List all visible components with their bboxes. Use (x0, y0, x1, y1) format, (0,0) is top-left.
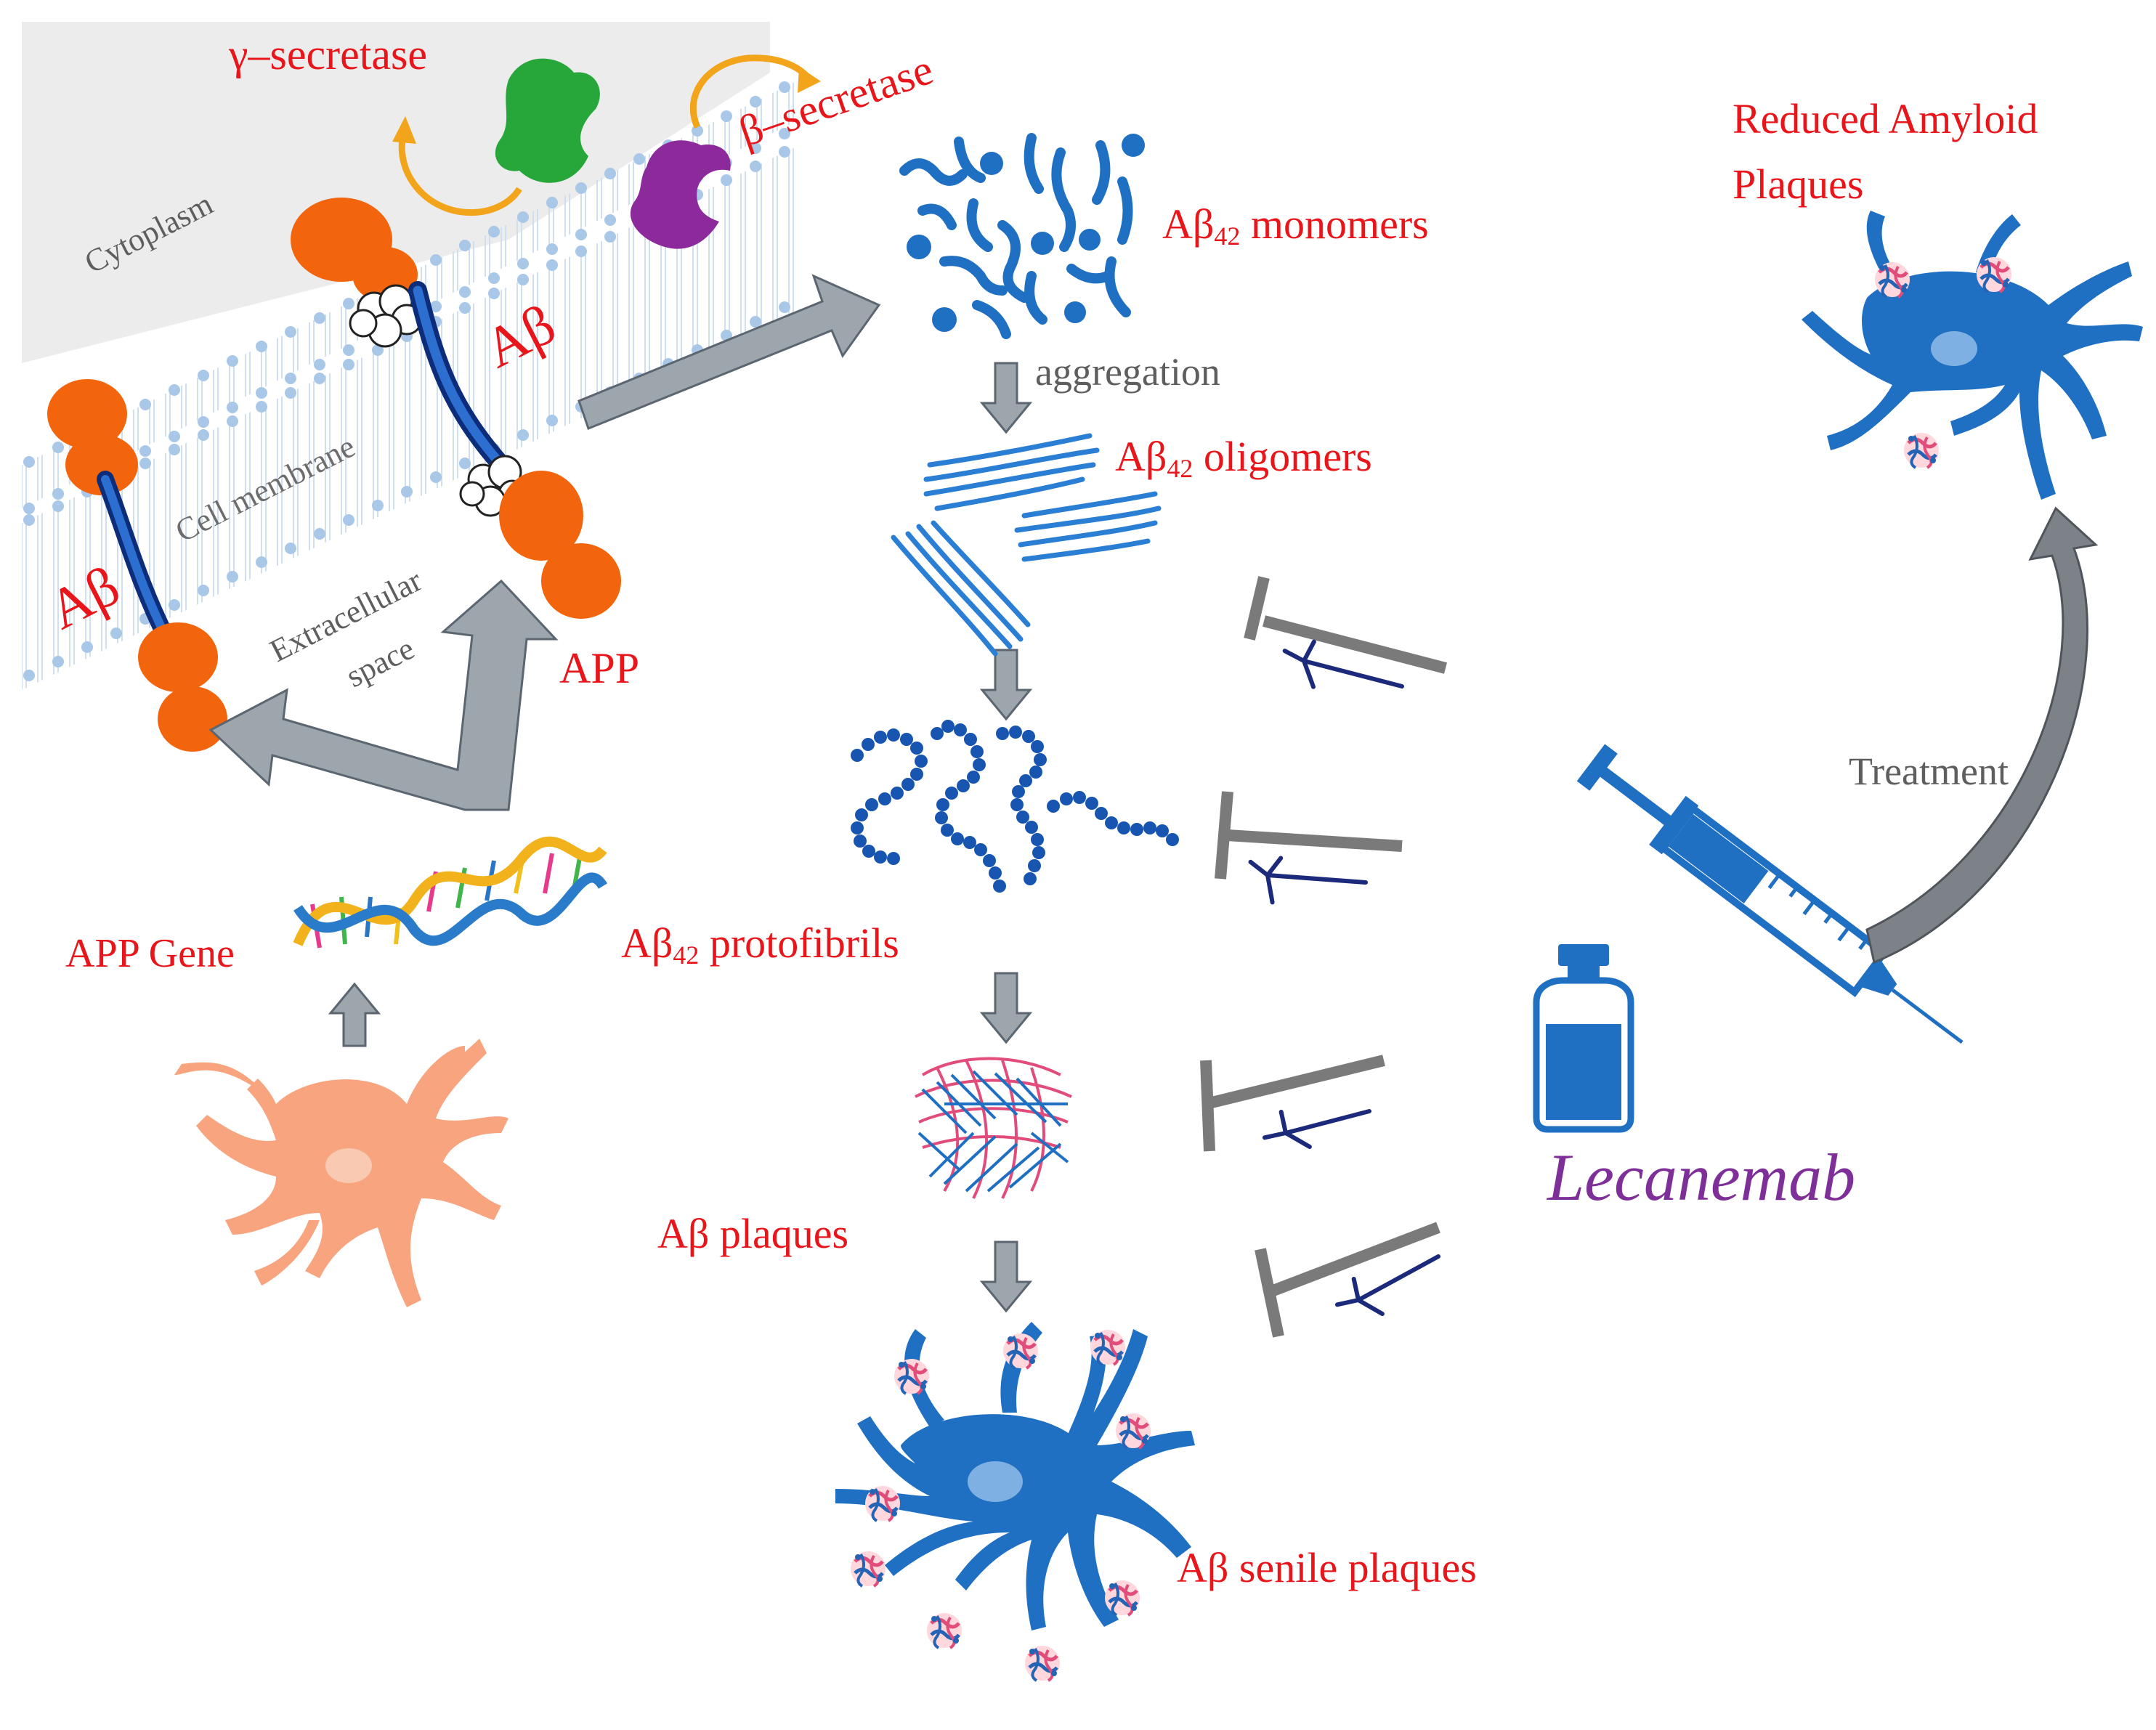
lecanemab-label: Lecanemab (1547, 1140, 1856, 1214)
lecanemab-antibodies (1250, 641, 1440, 1327)
app-protein-left (47, 379, 227, 752)
oligomers-stack (891, 433, 1162, 657)
vial (1533, 944, 1634, 1133)
release-arrow (578, 274, 881, 430)
neuron-orange-nucleus (325, 1148, 372, 1183)
beta-cleavage-arrow (690, 54, 813, 129)
treatment-label: Treatment (1849, 750, 2009, 793)
app-gene-label: APP Gene (65, 931, 235, 976)
monomers-cluster (899, 133, 1145, 339)
dna-helix (293, 836, 607, 949)
plaques-mesh (915, 1057, 1072, 1199)
senile-plaques-label: Aβ senile plaques (1177, 1544, 1477, 1591)
gamma-secretase-label: γ–secretase (229, 31, 428, 78)
protofibrils-label: Aβ42 protofibrils (621, 919, 899, 970)
gamma-cleavage-arrowhead (392, 116, 416, 144)
inhibitor-bars (1200, 576, 1448, 1338)
app-protein-cleaved (291, 198, 621, 619)
oligomers-label: Aβ42 oligomers (1115, 433, 1372, 483)
gamma-cleavage-arrow (398, 134, 522, 216)
beta-secretase-enzyme (630, 140, 731, 249)
neuron-to-gene-arrow (328, 982, 381, 1047)
neuron-reduced-nucleus (1931, 331, 1977, 366)
reduced-plaques-line1: Reduced Amyloid (1732, 95, 2038, 142)
neuron-senile-nucleus (968, 1461, 1023, 1502)
reduced-plaques-line2: Plaques (1732, 161, 1864, 208)
app-label: APP (559, 644, 640, 692)
aggregation-label: aggregation (1035, 350, 1220, 394)
beta-cleavage-arrowhead (798, 67, 821, 93)
plaques-label: Aβ plaques (657, 1210, 849, 1257)
pathway-down-arrows (979, 362, 1033, 1313)
protofibrils-chains (851, 720, 1179, 893)
gamma-secretase-enzyme (495, 58, 600, 183)
monomers-label: Aβ42 monomers (1162, 200, 1429, 251)
syringe (1576, 744, 1963, 1044)
treatment-arrow (1865, 506, 2099, 965)
gene-expression-arrows (208, 579, 559, 811)
